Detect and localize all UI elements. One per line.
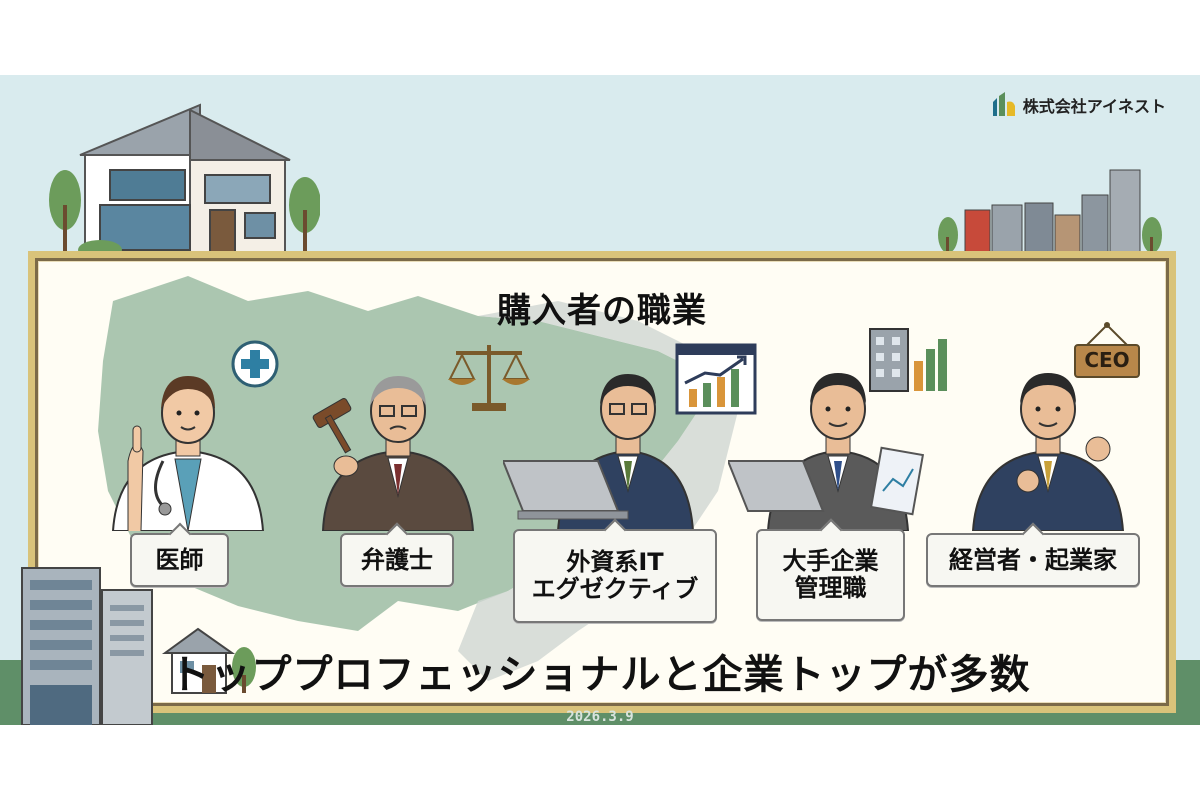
- info-board: 購入者の職業: [35, 258, 1169, 706]
- company-logo-icon: [992, 92, 1015, 116]
- ceo-sign-frame: [1074, 322, 1140, 378]
- profession-label-corporate-manager: 大手企業 管理職: [756, 529, 905, 621]
- company-name: 株式会社アイネスト: [1022, 97, 1166, 116]
- profession-label-it-executive: 外資系IT エグゼクティブ: [513, 529, 717, 623]
- profession-label-line: 外資系IT: [566, 548, 664, 577]
- board-title: 購入者の職業: [497, 291, 707, 331]
- growth-chart-icon: [675, 343, 757, 415]
- profession-label-line: 大手企業: [782, 547, 879, 576]
- brand-logo: 株式会社アイネスト: [991, 92, 1166, 118]
- residential-house-illustration: [49, 103, 320, 260]
- doctor-figure: [111, 376, 265, 531]
- profession-label-line: 管理職: [794, 574, 867, 602]
- profession-label-line: エグゼクティブ: [531, 575, 699, 603]
- ceo-sign-text: CEO: [1084, 348, 1130, 372]
- profession-label-doctor: 医師: [130, 533, 229, 587]
- profession-label-lawyer: 弁護士: [340, 533, 454, 587]
- date-stamp: 2026.3.9: [566, 709, 634, 725]
- city-skyline-illustration: [938, 169, 1162, 259]
- office-tower-illustration: [21, 567, 153, 725]
- profession-label-line: 弁護士: [361, 545, 433, 574]
- scales-of-justice-icon: [448, 345, 530, 411]
- corporate-manager-figure: [728, 373, 925, 531]
- office-building-icon: [869, 328, 947, 392]
- small-house-illustration: [161, 627, 256, 694]
- board-footer-headline: トッププロフェッショナルと企業トップが多数: [169, 652, 1031, 698]
- ceo-figure: [971, 373, 1125, 531]
- medical-cross-icon: [231, 340, 279, 388]
- lawyer-figure: [312, 376, 475, 531]
- profession-label-line: 医師: [155, 545, 204, 574]
- it-executive-figure: [503, 374, 695, 531]
- profession-label-line: 経営者・起業家: [949, 545, 1117, 574]
- profession-label-ceo-entrepreneur: 経営者・起業家: [926, 533, 1140, 587]
